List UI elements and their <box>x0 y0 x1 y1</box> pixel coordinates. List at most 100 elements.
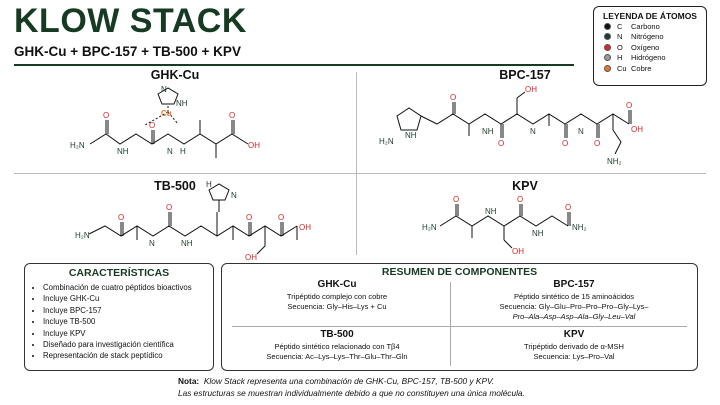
horizontal-divider <box>14 173 706 174</box>
kpv-nh-atom-1: NH <box>485 207 497 216</box>
legend-symbol: N <box>617 32 623 42</box>
summary-divider-h <box>232 326 687 327</box>
footnote-line-1: Klow Stack representa una combinación de… <box>203 376 495 386</box>
kpv-nh2-atom: NH₂ <box>572 223 587 232</box>
tb-n-atom-1: N <box>149 239 155 248</box>
bpc-nh-atom-1: NH <box>405 131 417 140</box>
ghk-cu-atom: Cu <box>161 109 172 118</box>
ghk-nh-atom: NH <box>176 99 188 108</box>
bpc-o-atom-5: O <box>626 101 632 110</box>
bpc-o-atom-3: O <box>562 139 568 148</box>
bpc-o-atom-1: O <box>450 93 456 102</box>
ghk-n-atom-2: NH <box>117 147 129 156</box>
summary-tb-name: TB-500 <box>320 329 354 340</box>
feature-item: Diseñado para investigación científica <box>43 339 213 350</box>
kpv-o-atom-1: O <box>453 195 459 204</box>
ghk-n-atom-3: N <box>167 147 173 156</box>
page-subtitle: GHK-Cu + BPC-157 + TB-500 + KPV <box>14 44 241 59</box>
summary-title: RESUMEN DE COMPONENTES <box>381 266 538 278</box>
kpv-structure: H₂N O NH O NH OH O NH₂ <box>422 195 587 256</box>
bpc-157-structure: H₂N NH O NH O OH N O N O O OH NH₂ <box>379 85 643 166</box>
feature-item: Incluye KPV <box>43 328 213 339</box>
bpc-oh-atom-2: OH <box>631 125 643 134</box>
tb-o-atom-1: O <box>118 213 124 222</box>
ghk-h2n-atom: H₂N <box>70 141 85 150</box>
legend-name: Hidrógeno <box>631 53 666 63</box>
legend-row: O Oxígeno <box>594 42 706 53</box>
feature-item: Combinación de cuatro péptidos bioactivo… <box>43 282 213 293</box>
summary-bpc-seq2: Pro–Ala–Asp–Asp–Ala–Gly–Leu–Val <box>512 312 636 321</box>
summary-bpc-desc: Péptido sintético de 15 aminoácidos <box>513 292 635 301</box>
summary-ghk-seq: Secuencia: Gly–His–Lys + Cu <box>287 302 387 311</box>
legend-dot-icon <box>604 64 611 72</box>
tb-n-atom-ring: N <box>231 191 237 200</box>
legend-row: C Carbono <box>594 21 706 32</box>
tb-o-atom-3: O <box>246 213 252 222</box>
tb-500-structure: H N H₂N O N O NH O OH O OH <box>75 180 311 262</box>
bpc-nh2-atom: NH₂ <box>607 157 622 166</box>
tb-500-label: TB-500 <box>154 179 196 193</box>
tb-o-atom-4: O <box>278 213 284 222</box>
legend-symbol: C <box>617 21 623 31</box>
legend-dot-icon <box>604 54 611 62</box>
summary-divider-v <box>450 282 451 366</box>
summary-panel: RESUMEN DE COMPONENTES GHK-Cu Tripéptido… <box>221 263 698 371</box>
summary-ghk-desc: Tripéptido complejo con cobre <box>286 292 388 301</box>
summary-tb-desc: Péptido sintético relacionado con Tβ4 <box>274 342 400 351</box>
legend-name: Carbono <box>631 21 660 31</box>
footnote-line-2: Las estructuras se muestran individualme… <box>178 387 525 398</box>
kpv-o-atom-2: O <box>517 195 523 204</box>
summary-ghk: GHK-Cu Tripéptido complejo con cobre Sec… <box>232 280 442 312</box>
summary-tb: TB-500 Péptido sintético relacionado con… <box>232 330 442 362</box>
summary-bpc-name: BPC-157 <box>553 279 595 290</box>
summary-tb-seq: Secuencia: Ac–Lys–Lys–Thr–Glu–Thr–Gln <box>266 352 408 361</box>
title-underline <box>14 64 574 66</box>
bpc-o-atom-4: O <box>594 139 600 148</box>
bpc-nh-atom-2: NH <box>482 127 494 136</box>
summary-kpv-desc: Tripéptido derivado de α-MSH <box>524 342 624 351</box>
summary-kpv-seq: Secuencia: Lys–Pro–Val <box>533 352 615 361</box>
vertical-divider <box>356 72 357 255</box>
summary-kpv-name: KPV <box>563 329 585 340</box>
tb-h-atom: H <box>206 180 212 189</box>
legend-title: LEYENDA DE ÁTOMOS <box>603 11 697 21</box>
legend-symbol: O <box>617 42 623 52</box>
legend-name: Oxígeno <box>631 42 660 52</box>
ghk-o-atom-2: O <box>149 121 155 130</box>
features-panel: CARACTERÍSTICAS Combinación de cuatro pé… <box>24 263 214 371</box>
summary-kpv: KPV Tripéptido derivado de α-MSH Secuenc… <box>458 330 690 362</box>
ghk-o-atom-1: O <box>103 111 109 120</box>
tb-oh-atom-2: OH <box>299 223 311 232</box>
page-title: KLOW STACK <box>14 2 247 40</box>
kpv-label: KPV <box>512 179 538 193</box>
kpv-o-atom-3: O <box>565 203 571 212</box>
legend-name: Cobre <box>631 63 652 73</box>
bpc-oh-atom-1: OH <box>525 85 537 94</box>
feature-item: Incluye GHK-Cu <box>43 293 213 304</box>
tb-h2n-atom: H₂N <box>75 231 90 240</box>
legend-dot-icon <box>604 33 611 41</box>
legend-dot-icon <box>604 43 611 51</box>
legend-row: N Nitrógeno <box>594 32 706 43</box>
legend-dot-icon <box>604 22 611 30</box>
tb-oh-atom-1: OH <box>245 253 257 262</box>
bpc-h2n-atom: H₂N <box>379 137 394 146</box>
ghk-oh-atom: OH <box>248 141 260 150</box>
features-title: CARACTERÍSTICAS <box>68 267 170 279</box>
bpc-o-atom-2: O <box>498 139 504 148</box>
footnote: Nota: Klow Stack representa una combinac… <box>178 376 525 399</box>
tb-nh-atom: NH <box>181 239 193 248</box>
feature-item: Representación de stack peptídico <box>43 350 213 361</box>
summary-bpc: BPC-157 Péptido sintético de 15 aminoáci… <box>458 280 690 322</box>
ghk-n-atom: N <box>161 85 167 94</box>
bpc-n-atom-1: N <box>530 127 536 136</box>
features-list: Combinación de cuatro péptidos bioactivo… <box>25 282 213 362</box>
ghk-o-atom-3: O <box>229 111 235 120</box>
summary-bpc-seq: Secuencia: Gly–Glu–Pro–Pro–Pro–Gly–Lys– <box>499 302 649 311</box>
legend-name: Nitrógeno <box>631 32 664 42</box>
ghk-cu-structure: N NH Cu H₂N O NH O N H O OH <box>70 85 260 158</box>
